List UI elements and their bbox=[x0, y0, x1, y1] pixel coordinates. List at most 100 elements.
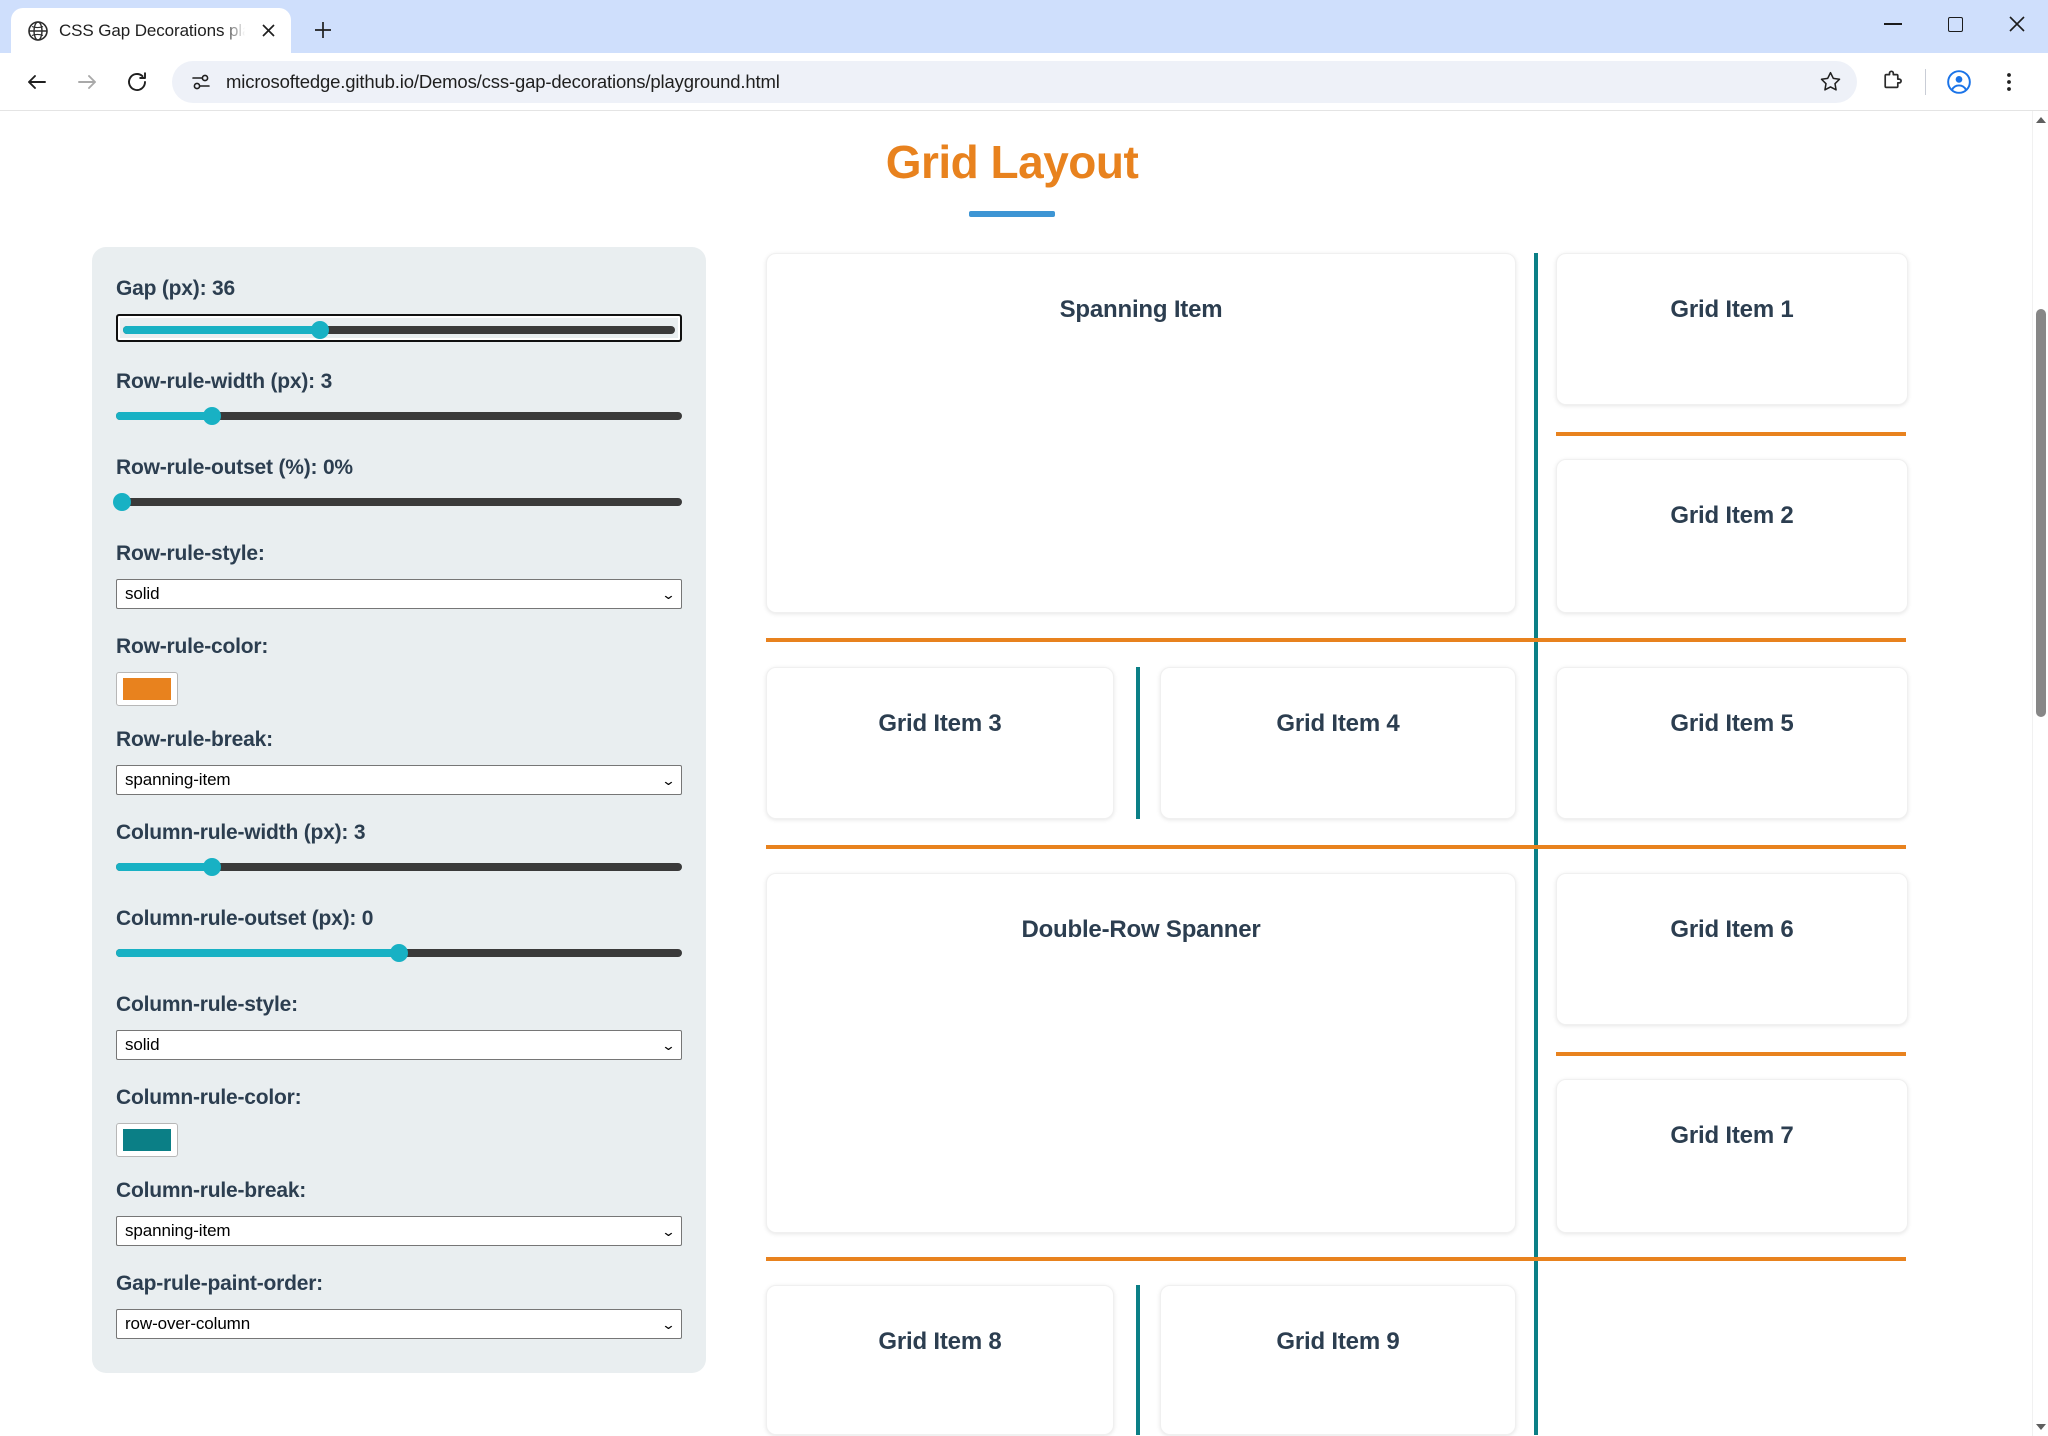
grid-item-6[interactable]: Grid Item 6 bbox=[1556, 873, 1908, 1025]
gap-slider-thumb[interactable] bbox=[311, 321, 330, 339]
control-row-rule-width: Row-rule-width (px): 3 bbox=[116, 370, 682, 425]
grid-item-9[interactable]: Grid Item 9 bbox=[1160, 1285, 1516, 1435]
tab-title: CSS Gap Decorations playground bbox=[59, 20, 245, 40]
column-rule-width-slider-thumb[interactable] bbox=[203, 858, 222, 876]
control-column-rule-color: Column-rule-color: bbox=[116, 1086, 682, 1157]
scrollbar-thumb[interactable] bbox=[2036, 309, 2046, 717]
extensions-button[interactable] bbox=[1869, 59, 1915, 105]
chevron-down-icon: ⌄ bbox=[661, 1223, 676, 1239]
row-rule-outset-slider-thumb[interactable] bbox=[112, 493, 131, 511]
row-rule-style-select[interactable]: solid ⌄ bbox=[116, 579, 682, 609]
column-rule bbox=[1534, 849, 1538, 1257]
tab-close-icon[interactable] bbox=[255, 18, 281, 44]
column-rule-outset-slider[interactable] bbox=[116, 944, 682, 962]
row-rule-color-label: Row-rule-color: bbox=[116, 635, 269, 658]
row-rule-width-slider-thumb[interactable] bbox=[203, 407, 222, 425]
window-maximize-button[interactable] bbox=[1924, 0, 1986, 48]
control-column-rule-style: Column-rule-style: solid ⌄ bbox=[116, 993, 682, 1060]
column-rule-color-swatch bbox=[123, 1129, 171, 1151]
row-rule-width-label: Row-rule-width (px): 3 bbox=[116, 370, 333, 393]
row-rule-break-select[interactable]: spanning-item ⌄ bbox=[116, 765, 682, 795]
globe-icon bbox=[27, 20, 49, 42]
page-title: Grid Layout bbox=[885, 136, 1139, 188]
control-gap-rule-paint-order: Gap-rule-paint-order: row-over-column ⌄ bbox=[116, 1272, 682, 1339]
column-rule-break-value: spanning-item bbox=[125, 1221, 231, 1240]
chevron-down-icon: ⌄ bbox=[661, 1037, 676, 1053]
scroll-up-arrow-icon[interactable] bbox=[2033, 111, 2048, 129]
column-rule bbox=[1534, 253, 1538, 638]
column-rule-break-label: Column-rule-break: bbox=[116, 1179, 307, 1202]
control-row-rule-outset: Row-rule-outset (%): 0% bbox=[112, 456, 682, 511]
column-rule-outset-slider-thumb[interactable] bbox=[390, 944, 408, 962]
column-rule-color-label: Column-rule-color: bbox=[116, 1086, 302, 1109]
gap-rule-paint-order-label: Gap-rule-paint-order: bbox=[116, 1272, 323, 1295]
row-rule-break-label: Row-rule-break: bbox=[116, 728, 273, 751]
control-row-rule-style: Row-rule-style: solid ⌄ bbox=[116, 542, 682, 609]
column-rule-style-label: Column-rule-style: bbox=[116, 993, 298, 1016]
gap-slider[interactable] bbox=[116, 314, 682, 342]
row-rule-color-swatch bbox=[123, 678, 171, 700]
column-rule-outset-label: Column-rule-outset (px): 0 bbox=[116, 907, 374, 930]
web-page: Grid Layout Gap (px): 36 bbox=[0, 111, 2032, 1436]
control-column-rule-outset: Column-rule-outset (px): 0 bbox=[116, 907, 682, 962]
new-tab-button[interactable] bbox=[303, 10, 343, 50]
column-rule-color-picker[interactable] bbox=[116, 1123, 178, 1157]
grid-item-4[interactable]: Grid Item 4 bbox=[1160, 667, 1516, 819]
arrow-right-icon bbox=[78, 74, 96, 89]
grid-item-5[interactable]: Grid Item 5 bbox=[1556, 667, 1908, 819]
chevron-down-icon: ⌄ bbox=[661, 586, 676, 602]
gap-rule-paint-order-value: row-over-column bbox=[125, 1314, 251, 1333]
row-rule-width-slider[interactable] bbox=[116, 407, 682, 425]
grid-container: Spanning Item Grid Item 1 Grid Item 2 Gr… bbox=[766, 253, 1908, 1435]
forward-button[interactable] bbox=[64, 59, 110, 105]
row-rule bbox=[766, 1257, 1906, 1261]
grid-item-3[interactable]: Grid Item 3 bbox=[766, 667, 1114, 819]
grid-item-2[interactable]: Grid Item 2 bbox=[1556, 459, 1908, 613]
control-column-rule-width: Column-rule-width (px): 3 bbox=[116, 821, 682, 876]
url-text: microsoftedge.github.io/Demos/css-gap-de… bbox=[226, 70, 780, 92]
row-rule-break-value: spanning-item bbox=[125, 770, 231, 789]
back-button[interactable] bbox=[14, 59, 60, 105]
grid-item-1[interactable]: Grid Item 1 bbox=[1556, 253, 1908, 405]
row-rule-color-picker[interactable] bbox=[116, 672, 178, 706]
column-rule-width-slider[interactable] bbox=[116, 858, 682, 876]
reload-button[interactable] bbox=[114, 59, 160, 105]
row-rule bbox=[766, 845, 1906, 849]
browser-tab[interactable]: CSS Gap Decorations playground bbox=[11, 8, 291, 53]
page-scrollbar[interactable] bbox=[2032, 111, 2048, 1436]
row-rule-style-label: Row-rule-style: bbox=[116, 542, 265, 565]
extensions-puzzle-icon bbox=[1884, 69, 1902, 88]
column-rule-style-value: solid bbox=[125, 1035, 160, 1054]
site-settings-icon[interactable] bbox=[188, 69, 214, 95]
three-dot-menu-icon bbox=[2007, 72, 2011, 91]
row-rule bbox=[766, 638, 1906, 642]
window-close-button[interactable] bbox=[1986, 0, 2048, 48]
column-rule bbox=[1136, 667, 1140, 819]
control-row-rule-color: Row-rule-color: bbox=[116, 635, 682, 706]
browser-menu-button[interactable] bbox=[1986, 59, 2032, 105]
title-underline bbox=[969, 211, 1055, 217]
row-rule-outset-slider[interactable] bbox=[112, 493, 682, 511]
window-minimize-button[interactable] bbox=[1862, 0, 1924, 48]
star-icon[interactable] bbox=[1811, 63, 1849, 101]
grid-item-7[interactable]: Grid Item 7 bbox=[1556, 1079, 1908, 1233]
column-rule-break-select[interactable]: spanning-item ⌄ bbox=[116, 1216, 682, 1246]
chevron-down-icon: ⌄ bbox=[661, 772, 676, 788]
address-bar[interactable]: microsoftedge.github.io/Demos/css-gap-de… bbox=[172, 60, 1857, 103]
column-rule-style-select[interactable]: solid ⌄ bbox=[116, 1030, 682, 1060]
row-rule bbox=[1556, 432, 1906, 436]
spanning-item[interactable]: Spanning Item bbox=[766, 253, 1516, 613]
double-row-spanner[interactable]: Double-Row Spanner bbox=[766, 873, 1516, 1233]
row-rule bbox=[1556, 1052, 1906, 1056]
scroll-down-arrow-icon[interactable] bbox=[2033, 1418, 2048, 1436]
profile-button[interactable] bbox=[1936, 59, 1982, 105]
gap-rule-paint-order-select[interactable]: row-over-column ⌄ bbox=[116, 1309, 682, 1339]
grid-demo: Spanning Item Grid Item 1 Grid Item 2 Gr… bbox=[766, 247, 1972, 1435]
page-viewport: Grid Layout Gap (px): 36 bbox=[0, 110, 2048, 1436]
reload-icon bbox=[128, 71, 146, 91]
column-rule bbox=[1534, 1261, 1538, 1435]
grid-item-8[interactable]: Grid Item 8 bbox=[766, 1285, 1114, 1435]
arrow-left-icon bbox=[28, 74, 46, 89]
control-row-rule-break: Row-rule-break: spanning-item ⌄ bbox=[116, 728, 682, 795]
